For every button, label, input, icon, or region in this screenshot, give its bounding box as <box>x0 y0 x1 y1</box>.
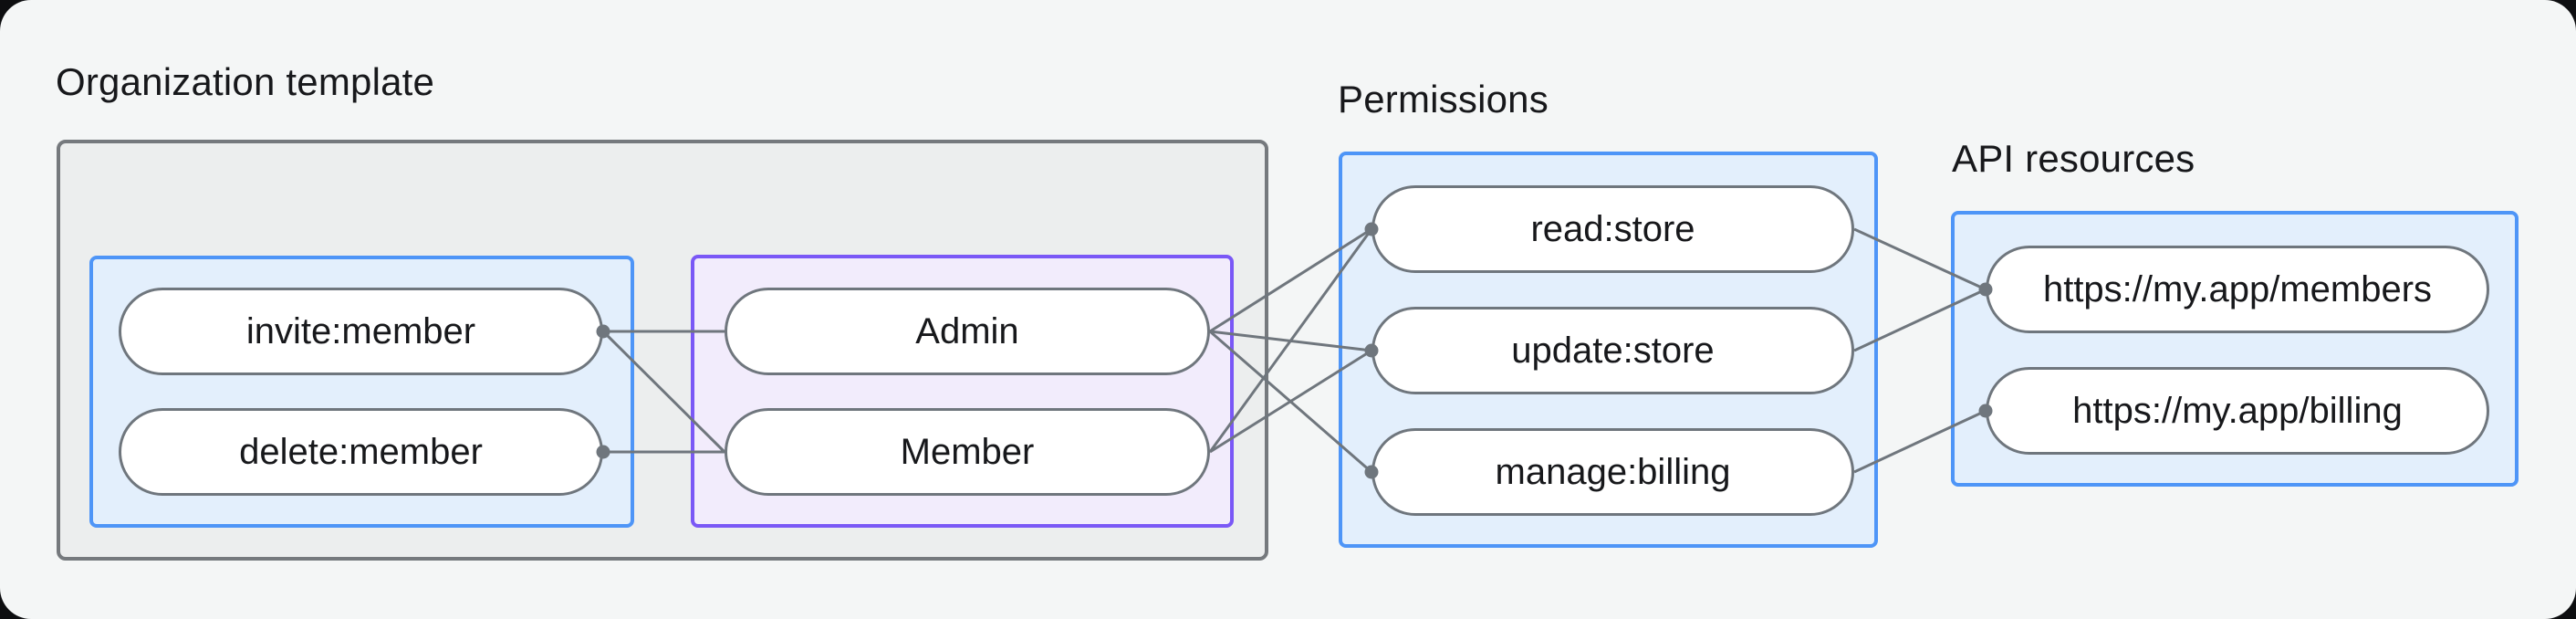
resource-node-members-url: https://my.app/members <box>1986 246 2489 333</box>
permission-node-read-store: read:store <box>1371 185 1854 273</box>
permission-node-update-store: update:store <box>1371 307 1854 394</box>
permission-node-manage-billing: manage:billing <box>1371 428 1854 516</box>
permission-node-invite-member: invite:member <box>119 288 603 375</box>
permission-node-delete-member: delete:member <box>119 408 603 496</box>
permissions-title: Permissions <box>1338 78 1549 121</box>
organization-template-title: Organization template <box>56 60 435 103</box>
api-resources-title: API resources <box>1952 137 2195 180</box>
resource-node-billing-url: https://my.app/billing <box>1986 367 2489 455</box>
role-node-admin: Admin <box>725 288 1210 375</box>
role-node-member: Member <box>725 408 1210 496</box>
